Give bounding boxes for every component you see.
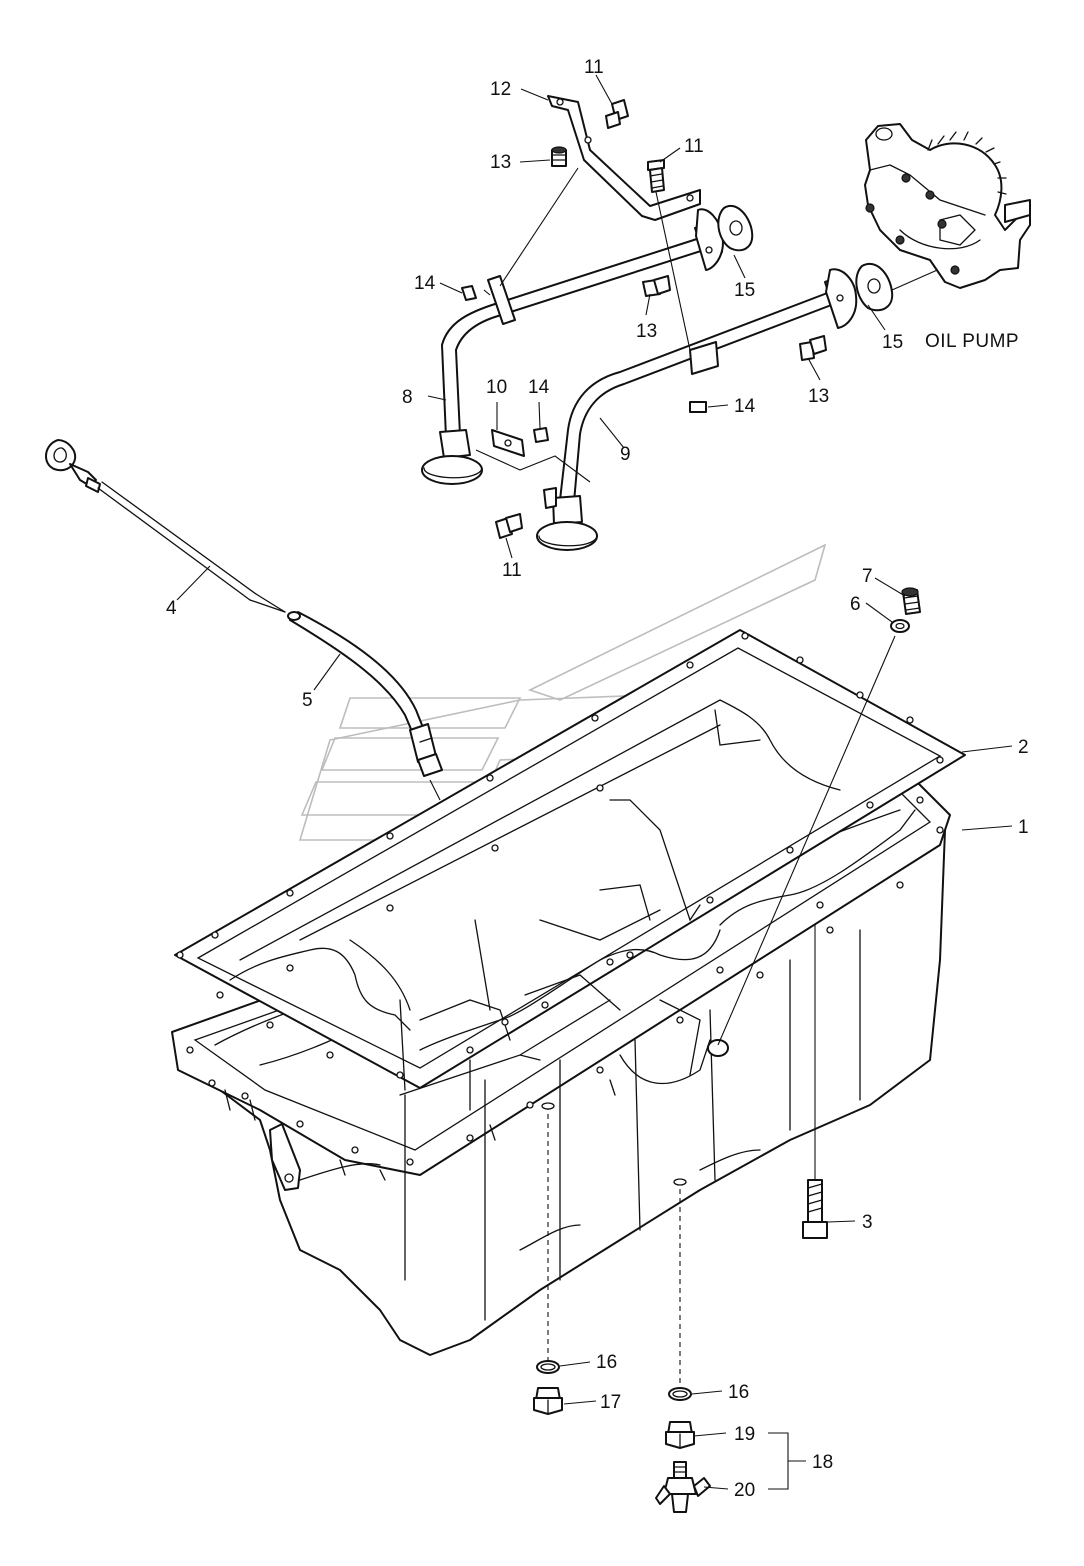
- gasket-bolt-holes: [176, 632, 944, 1079]
- leader-lines: [176, 74, 1013, 1490]
- callout-14-right: 14: [734, 396, 756, 417]
- callout-10: 10: [486, 377, 507, 398]
- bolt-icon-2: [551, 146, 827, 361]
- dipstick-tube-icon: [287, 611, 443, 801]
- flange-gasket-icon: [717, 205, 961, 312]
- pan-gasket-icon: [174, 629, 966, 1111]
- callout-16-right: 16: [728, 1382, 749, 1403]
- suction-pipe-icon-2: [536, 268, 858, 551]
- callout-12: 12: [490, 79, 511, 100]
- callout-20: 20: [734, 1480, 755, 1501]
- callout-14-clip: 14: [528, 377, 550, 398]
- callout-15-left: 15: [734, 280, 755, 301]
- callout-11-middle: 11: [684, 136, 704, 157]
- callout-15-right: 15: [882, 332, 903, 353]
- callout-1: 1: [1018, 817, 1029, 838]
- callout-13-middle: 13: [636, 321, 657, 342]
- callout-8: 8: [402, 387, 413, 408]
- callout-7: 7: [862, 566, 873, 587]
- oil-pump-icon: [864, 123, 1031, 289]
- callout-13-top: 13: [490, 152, 511, 173]
- callout-11-bottom: 11: [502, 560, 522, 581]
- callout-18: 18: [812, 1452, 833, 1473]
- dipstick-icon: [45, 439, 286, 613]
- callout-4: 4: [166, 598, 177, 619]
- callout-19: 19: [734, 1424, 755, 1445]
- callout-11-top: 11: [584, 57, 604, 78]
- suction-pipe-icon: [421, 208, 724, 485]
- callout-2: 2: [1018, 737, 1029, 758]
- bolt-icon: [495, 99, 691, 539]
- callout-6: 6: [850, 594, 861, 615]
- callout-14-left: 14: [414, 273, 436, 294]
- callout-3: 3: [862, 1212, 873, 1233]
- drain-plug-assembly-icon: [533, 1102, 692, 1415]
- pipe-clip-icon: [491, 429, 525, 457]
- pipe-bracket-icon: [547, 95, 701, 221]
- pump-gear-teeth: [927, 131, 1007, 195]
- callout-labels: 1 2 3 4 5 6 7 8 9 10 11 11 11 12 13 13 1…: [166, 57, 1029, 1501]
- callout-16-left: 16: [596, 1352, 617, 1373]
- callout-9: 9: [620, 444, 631, 465]
- pan-flange-holes: [186, 796, 944, 1166]
- drain-valve-icon: [655, 1421, 711, 1513]
- pan-bolt-icon: [802, 925, 828, 1239]
- callout-17: 17: [600, 1392, 621, 1413]
- callout-5: 5: [302, 690, 313, 711]
- oil-pump-label: OIL PUMP: [925, 331, 1019, 352]
- drain-plug-icon: [717, 587, 921, 1046]
- nut-icon: [461, 285, 707, 443]
- callout-13-right: 13: [808, 386, 829, 407]
